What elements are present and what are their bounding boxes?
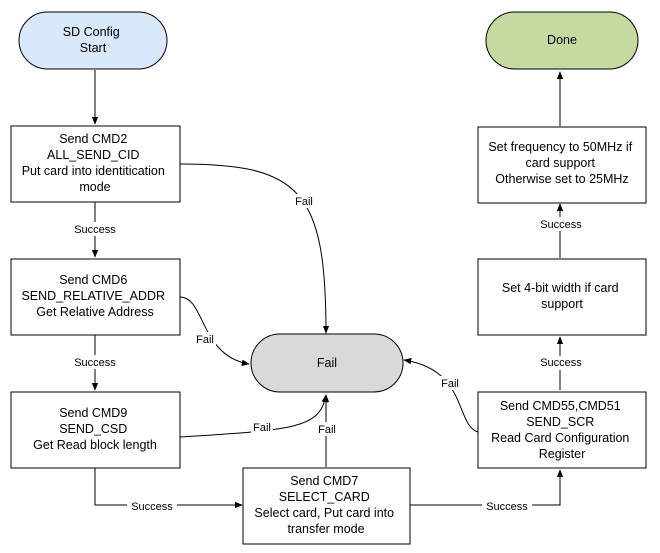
- label-fail-cmd7: Fail: [318, 424, 336, 436]
- start-node: SD Config Start: [18, 11, 168, 70]
- svg-text:SD Config Start: SD Config Start: [63, 25, 123, 55]
- cmd6-line-2: SEND_RELATIVE_ADDR: [21, 289, 165, 303]
- svg-text:Set frequency to 50MHz if: Set frequency to 50MHz if card support O…: [488, 140, 635, 186]
- svg-text:Send CMD6 SEND_RELATIVE_: Send CMD6 SEND_RELATIVE_ADDR Get Relativ…: [21, 273, 168, 319]
- edge-cmd9-to-fail: [179, 394, 328, 438]
- cmd6-node: Send CMD6 SEND_RELATIVE_ADDR Get Relativ…: [10, 258, 181, 336]
- cmd2-line-4: mode: [79, 180, 110, 194]
- cmd2-line-2: ALL_SEND_CID: [47, 148, 139, 162]
- fail-line-1: Fail: [317, 356, 337, 370]
- cmd55-line-3: Read Card Configuration: [491, 431, 629, 445]
- cmd9-line-3: Get Read block length: [33, 438, 157, 452]
- cmd9-line-2: SEND_CSD: [59, 422, 127, 436]
- start-line-1: SD Config: [63, 25, 120, 39]
- done-line-1: Done: [547, 33, 577, 47]
- label-fail-cmd9: Fail: [253, 422, 271, 434]
- svg-text:Send CMD7 SELECT_CARD: Send CMD7 SELECT_CARD Select card, Put c…: [254, 474, 397, 536]
- cmd6-line-1: Send CMD6: [59, 273, 127, 287]
- edge-cmd6-to-fail: [179, 296, 250, 366]
- label-fail-cmd6: Fail: [196, 334, 214, 346]
- width-line-2: support: [541, 297, 583, 311]
- svg-text:Done: Done: [547, 33, 577, 47]
- cmd55-node: Send CMD55,CMD51 SEND_SCR Read Card Conf…: [477, 391, 647, 469]
- cmd2-line-1: Send CMD2: [59, 132, 127, 146]
- cmd7-line-2: SELECT_CARD: [279, 490, 370, 504]
- cmd55-line-4: Register: [539, 447, 586, 461]
- label-success-cmd2-cmd6: Success: [74, 224, 116, 236]
- label-success-cmd7-cmd55: Success: [486, 501, 528, 513]
- fail-node: Fail: [250, 333, 404, 393]
- cmd55-line-1: Send CMD55,CMD51: [500, 399, 621, 413]
- cmd2-line-3: Put card into identitication: [22, 164, 165, 178]
- cmd7-line-1: Send CMD7: [290, 474, 358, 488]
- svg-text:Set 4-bit width if card: Set 4-bit width if card support: [502, 281, 622, 311]
- label-success-cmd9-cmd7: Success: [131, 501, 173, 513]
- cmd7-line-3: Select card, Put card into: [254, 506, 394, 520]
- width-line-1: Set 4-bit width if card: [502, 281, 619, 295]
- freq-node: Set frequency to 50MHz if card support O…: [477, 126, 647, 204]
- label-fail-cmd55: Fail: [441, 378, 459, 390]
- label-success-cmd6-cmd9: Success: [74, 357, 116, 369]
- freq-line-1: Set frequency to 50MHz if: [488, 140, 632, 154]
- freq-line-2: card support: [526, 156, 596, 170]
- svg-text:Send CMD2 ALL_SEND_CID: Send CMD2 ALL_SEND_CID Put card into ide…: [22, 132, 169, 194]
- freq-line-3: Otherwise set to 25MHz: [495, 172, 628, 186]
- edge-cmd55-to-fail: [403, 357, 479, 433]
- svg-text:Fail: Fail: [317, 356, 337, 370]
- edge-labels: Success Success Success Success Success …: [70, 194, 586, 513]
- svg-text:Send CMD9 SEND_CSD: Send CMD9 SEND_CSD Get Read block length: [33, 406, 157, 452]
- cmd2-node: Send CMD2 ALL_SEND_CID Put card into ide…: [10, 125, 181, 203]
- cmd9-node: Send CMD9 SEND_CSD Get Read block length: [10, 391, 181, 469]
- cmd55-line-2: SEND_SCR: [526, 415, 594, 429]
- label-fail-cmd2: Fail: [295, 196, 313, 208]
- edge-cmd7-to-cmd55: [410, 469, 564, 506]
- cmd7-node: Send CMD7 SELECT_CARD Select card, Put c…: [242, 467, 411, 545]
- done-node: Done: [485, 11, 639, 70]
- label-success-cmd55-width: Success: [540, 357, 582, 369]
- svg-text:Send CMD55,CMD51 SEND_SC: Send CMD55,CMD51 SEND_SCR Read Card Conf…: [491, 399, 633, 461]
- edge-cmd2-to-fail: [179, 163, 330, 334]
- edge-cmd9-to-cmd7: [94, 468, 243, 509]
- width-node: Set 4-bit width if card support: [477, 258, 647, 336]
- start-line-2: Start: [80, 41, 107, 55]
- cmd9-line-1: Send CMD9: [59, 406, 127, 420]
- cmd7-line-4: transfer mode: [287, 522, 364, 536]
- cmd6-line-3: Get Relative Address: [36, 305, 153, 319]
- label-success-width-freq: Success: [540, 219, 582, 231]
